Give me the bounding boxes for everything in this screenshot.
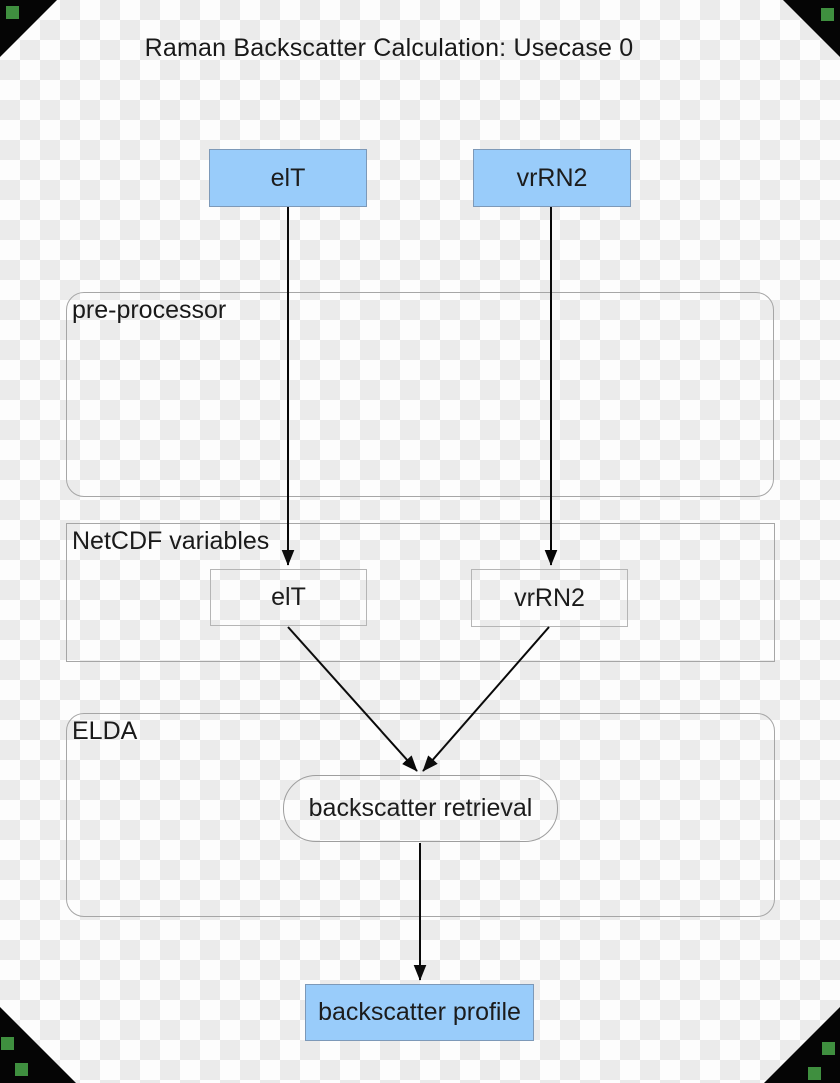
corner-green-square bbox=[15, 1063, 28, 1076]
corner-green-square bbox=[821, 8, 834, 21]
container-pre-processor: pre-processor bbox=[66, 292, 774, 497]
diagram-title: Raman Backscatter Calculation: Usecase 0 bbox=[144, 34, 634, 62]
corner-green-square bbox=[1, 1037, 14, 1050]
container-netcdf-variables-label: NetCDF variables bbox=[72, 527, 270, 555]
node-input-elt: elT bbox=[209, 149, 367, 207]
node-backscatter-retrieval: backscatter retrieval bbox=[283, 775, 558, 842]
container-netcdf-variables: NetCDF variables bbox=[66, 523, 775, 662]
corner-green-square bbox=[822, 1042, 835, 1055]
node-input-vrrn2: vrRN2 bbox=[473, 149, 631, 207]
node-backscatter-profile: backscatter profile bbox=[305, 984, 534, 1041]
container-pre-processor-label: pre-processor bbox=[72, 296, 227, 324]
node-var-elt: elT bbox=[210, 569, 367, 626]
corner-green-square bbox=[6, 6, 19, 19]
node-var-vrrn2: vrRN2 bbox=[471, 569, 628, 627]
corner-green-square bbox=[808, 1067, 821, 1080]
container-elda-label: ELDA bbox=[72, 717, 138, 745]
